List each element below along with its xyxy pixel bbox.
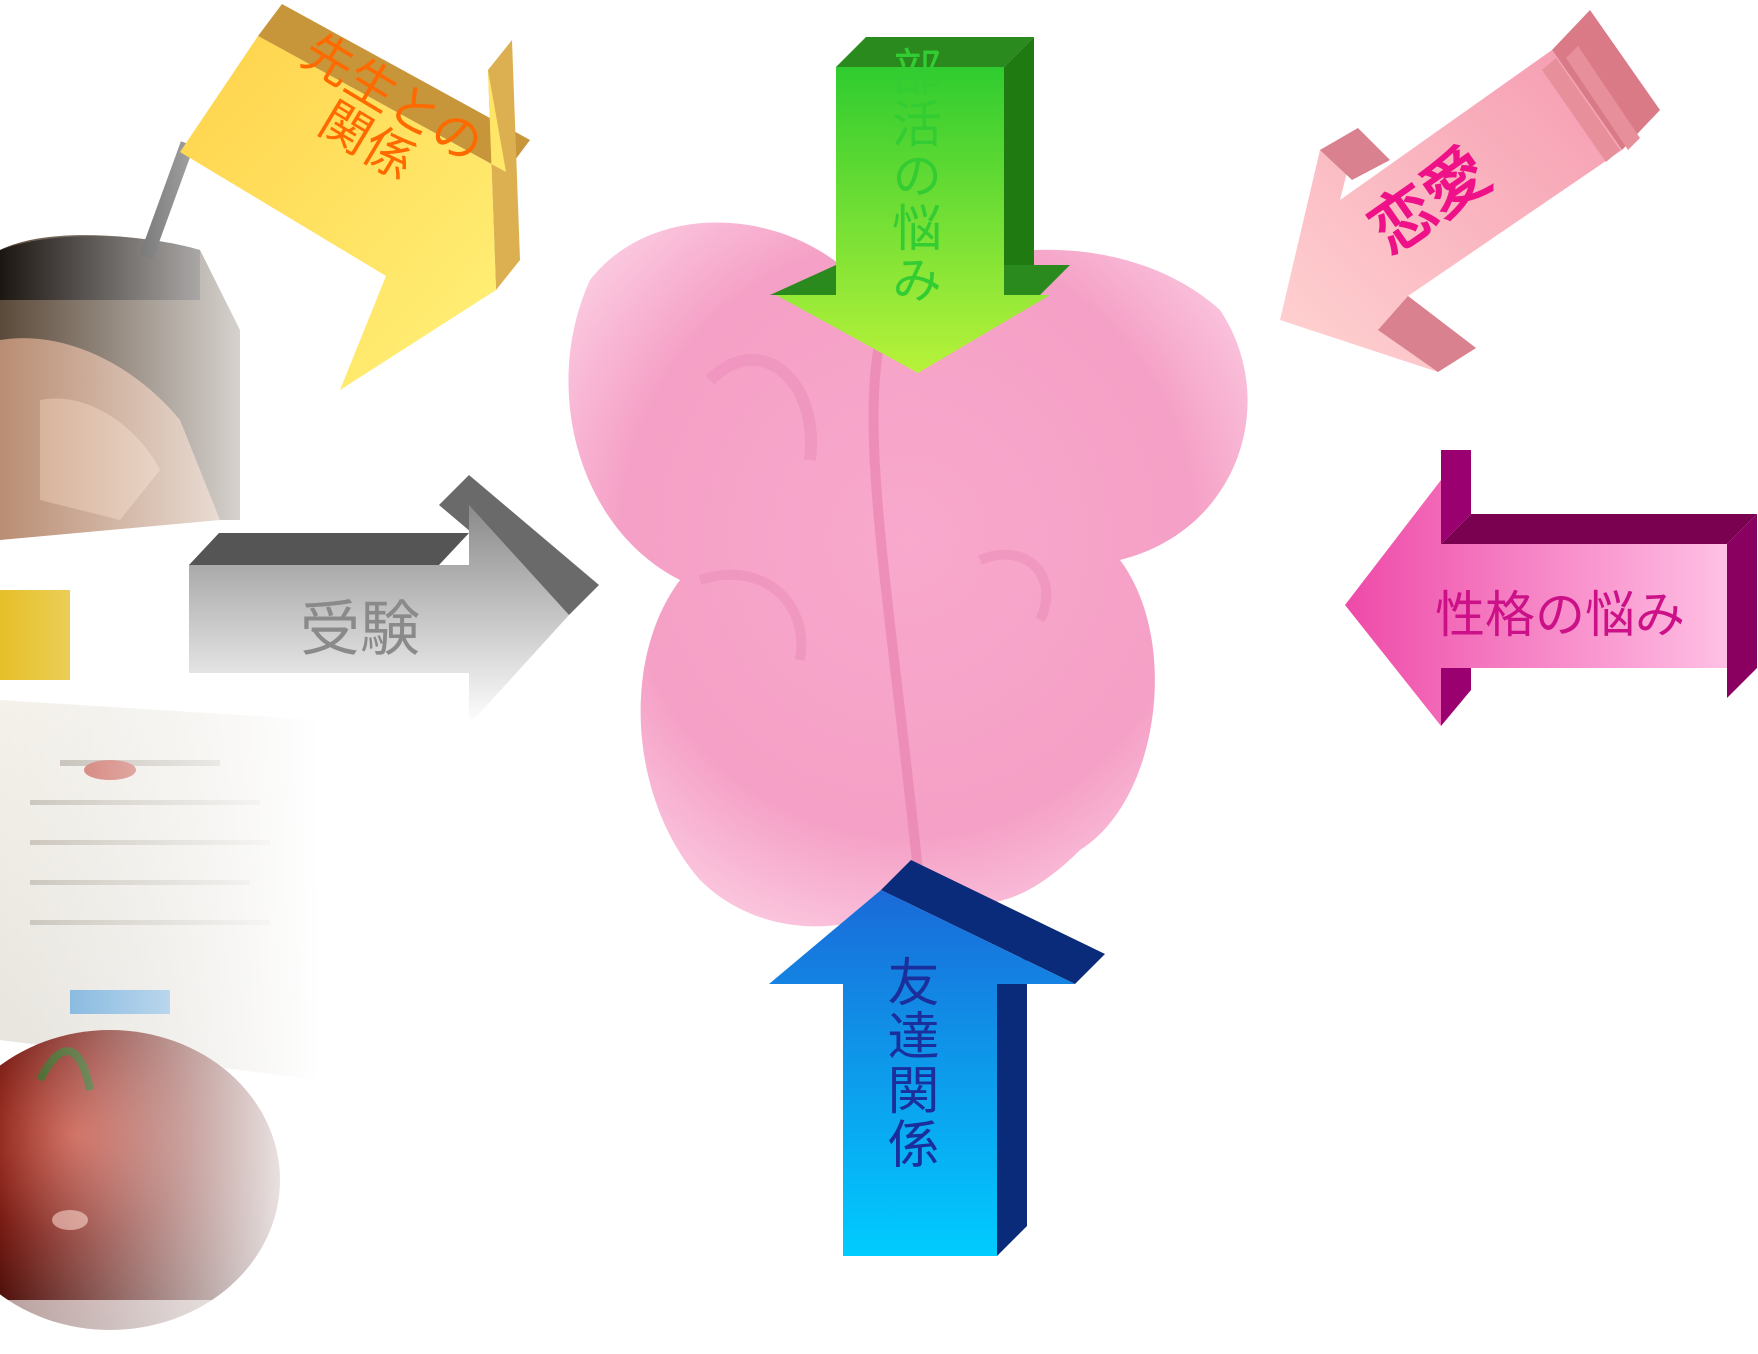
teacher-relationship-arrow: [150, 0, 590, 400]
friend-relationships-arrow: [765, 860, 1115, 1260]
entrance-exam-label: 受験: [300, 595, 420, 665]
personality-worries-label: 性格の悩み: [1435, 586, 1685, 644]
romance-arrow: [1260, 0, 1680, 380]
entrance-exam-arrow: [185, 475, 605, 735]
club-worries-arrow: [770, 35, 1100, 375]
club-worries-label: 部活の悩み: [884, 46, 942, 306]
friend-relationships-label: 友達関係: [878, 955, 938, 1171]
pink-plush-image: [560, 200, 1260, 970]
personality-worries-arrow: [1345, 450, 1757, 730]
study-photo: [0, 0, 320, 1350]
